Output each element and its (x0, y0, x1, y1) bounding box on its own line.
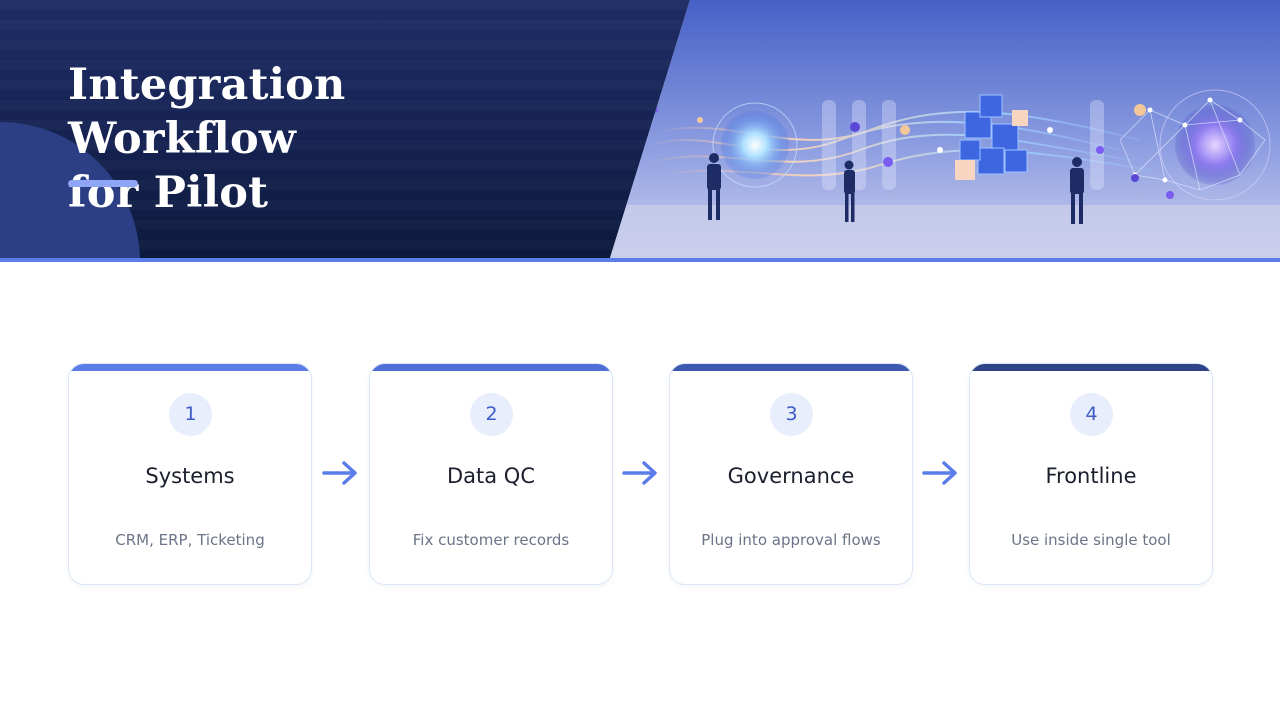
slide-title: Integration Workflow for Pilot (68, 58, 588, 220)
arrow-right-icon (322, 461, 357, 485)
header-illustration (0, 0, 1280, 258)
header-banner (0, 0, 1280, 262)
step-card-systems: 1 Systems CRM, ERP, Ticketing (68, 363, 312, 585)
step-number-badge: 1 (169, 393, 212, 436)
arrow-right-icon (922, 461, 957, 485)
step-number-badge: 3 (770, 393, 813, 436)
header-accent-rule (0, 258, 1280, 262)
step-title: Governance (727, 464, 855, 488)
step-accent-bar (370, 364, 612, 371)
step-description: CRM, ERP, Ticketing (115, 531, 265, 549)
step-accent-bar (69, 364, 311, 371)
step-card-governance: 3 Governance Plug into approval flows (669, 363, 913, 585)
step-description: Use inside single tool (1011, 531, 1171, 549)
step-number-badge: 4 (1070, 393, 1113, 436)
slide-title-line1: Integration Workflow (68, 60, 346, 164)
step-description: Plug into approval flows (701, 531, 881, 549)
step-accent-bar (670, 364, 912, 371)
step-accent-bar (970, 364, 1212, 371)
slide-title-line2: for Pilot (68, 168, 269, 218)
step-description: Fix customer records (412, 531, 570, 549)
step-number-badge: 2 (470, 393, 513, 436)
step-title: Frontline (1045, 464, 1137, 488)
step-card-frontline: 4 Frontline Use inside single tool (969, 363, 1213, 585)
arrow-right-icon (622, 461, 657, 485)
workflow-steps: 1 Systems CRM, ERP, Ticketing 2 Data QC … (68, 363, 1214, 587)
step-card-data-qc: 2 Data QC Fix customer records (369, 363, 613, 585)
step-title: Systems (145, 464, 235, 488)
step-title: Data QC (446, 464, 535, 488)
title-underline (68, 180, 138, 187)
